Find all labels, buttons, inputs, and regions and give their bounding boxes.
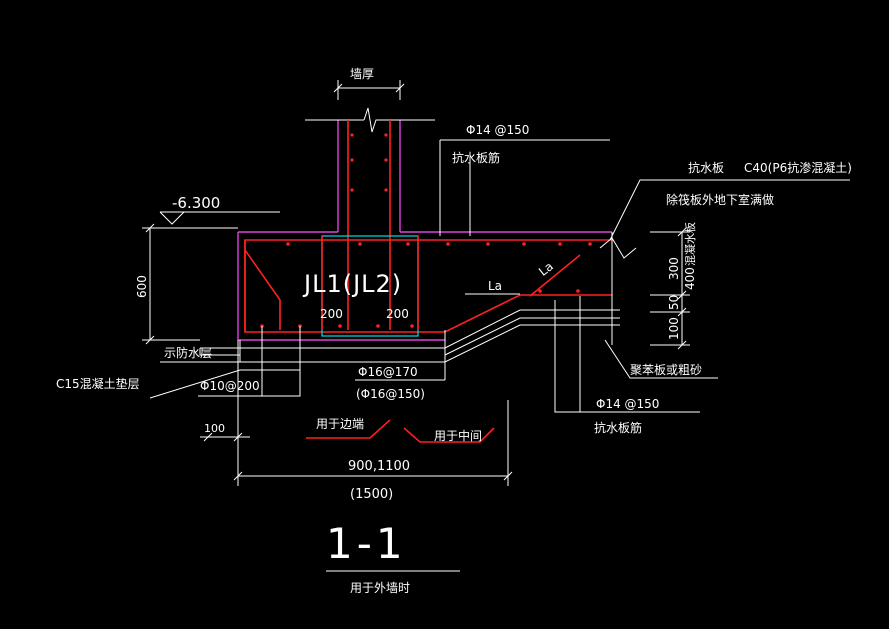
elevation-mark: -6.300 [159, 194, 280, 225]
anti-water-plate-callout: 抗水板 C40(P6抗渗混凝土) 除筏板外地下室满做 [609, 160, 852, 241]
dim-100-right-label: 100 [667, 317, 681, 340]
elevation-label: -6.300 [172, 194, 220, 212]
wall [305, 107, 435, 330]
height-600-label: 600 [135, 275, 149, 298]
top-rebar-spec: Φ14 @150 [466, 123, 529, 137]
concrete-grade-label: C40(P6抗渗混凝土) [744, 160, 852, 175]
width-dimension: 900,1100 (1500) [233, 340, 513, 502]
left-callouts: 示防水层 C15混凝土垫层 Φ10@200 [56, 326, 301, 399]
la-label: La [488, 279, 502, 293]
dim-400-note: 混凝水板 [683, 222, 697, 266]
section-caption: 用于外墙时 [350, 581, 410, 595]
foam-board-label: 聚苯板或粗砂 [630, 363, 702, 377]
right-dimensions: 300 400 混凝水板 50 100 [650, 222, 697, 350]
bottom-rebar-spec: Φ14 @150 [596, 397, 659, 411]
wall-thickness-dimension: 墙厚 [333, 67, 405, 100]
width-alt-label: (1500) [350, 487, 393, 502]
raft-note-label: 除筏板外地下室满做 [666, 192, 774, 207]
bottom-right-callouts: 聚苯板或粗砂 Φ14 @150 抗水板筋 [554, 296, 718, 435]
anti-water-plate-label: 抗水板 [688, 160, 724, 175]
dim-200-left: 200 [320, 307, 343, 321]
height-600-dimension: 600 [135, 223, 238, 345]
phi10-label: Φ10@200 [200, 379, 260, 393]
width-main-label: 900,1100 [348, 459, 410, 474]
for-edge-label: 用于边端 [316, 417, 364, 431]
beam-name: JL1(JL2) [302, 270, 402, 298]
waterproof-layer-label: 示防水层 [164, 345, 212, 360]
dim-300-label: 300 [667, 257, 681, 280]
la-diagonal-label: La [536, 259, 556, 279]
dim-100-left-label: 100 [204, 422, 225, 435]
c15-cushion-label: C15混凝土垫层 [56, 376, 140, 391]
top-rebar-name: 抗水板筋 [452, 150, 500, 165]
phi16-170-label: Φ16@170 [358, 365, 418, 379]
dim-100-left: 100 [200, 422, 250, 442]
wall-thickness-label: 墙厚 [350, 67, 374, 81]
top-rebar-callout: Φ14 @150 抗水板筋 [439, 123, 610, 236]
section-title: 1-1 [326, 519, 407, 568]
bottom-rebar-callout-mid: Φ16@170 (Φ16@150) [355, 330, 446, 401]
beam-section: JL1(JL2) 200 200 La La [237, 231, 612, 341]
usage-details: 用于边端 用于中间 [306, 417, 495, 443]
dim-200-right: 200 [386, 307, 409, 321]
dim-50-label: 50 [667, 295, 681, 310]
for-middle-label: 用于中间 [434, 428, 482, 443]
section-title-block: 1-1 用于外墙时 [326, 519, 460, 595]
phi16-150-label: (Φ16@150) [356, 387, 425, 401]
dim-400-label: 400 [683, 267, 697, 290]
bottom-rebar-name: 抗水板筋 [594, 420, 642, 435]
